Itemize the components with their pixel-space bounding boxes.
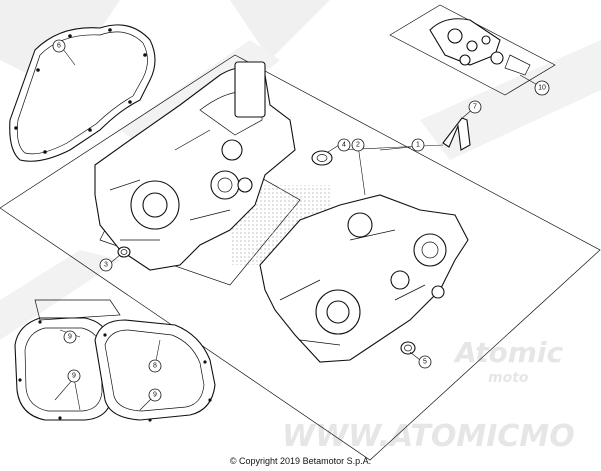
watermark-url: WWW.ATOMICMO — [282, 419, 575, 454]
part-left-crankcase — [94, 61, 296, 271]
callout-9b: 9 — [67, 369, 81, 383]
svg-text:6: 6 — [57, 43, 61, 50]
part-3-bushing — [117, 246, 131, 258]
callout-3: 3 — [99, 258, 113, 272]
part-7-pipe — [442, 117, 471, 151]
part-right-crankcase — [259, 194, 469, 363]
svg-text:9: 9 — [68, 334, 72, 341]
svg-text:2: 2 — [356, 142, 360, 149]
callout-9c: 9 — [148, 388, 162, 402]
watermark-brand-sub: moto — [488, 370, 529, 386]
callout-4: 4 — [337, 138, 351, 152]
callout-2: 2 — [351, 138, 365, 152]
part-6-cover-gasket — [9, 24, 156, 162]
svg-text:9: 9 — [153, 392, 157, 399]
callout-8: 8 — [148, 359, 162, 373]
part-8-9-gaskets — [14, 299, 216, 422]
callout-10: 10 — [534, 80, 550, 96]
callout-7: 7 — [468, 100, 482, 114]
part-10-gasket-kit — [389, 4, 556, 96]
svg-text:4: 4 — [342, 142, 346, 149]
callout-6: 6 — [52, 39, 66, 53]
assembly-frame — [0, 54, 601, 461]
svg-text:8: 8 — [153, 363, 157, 370]
part-5-seal — [400, 341, 416, 355]
watermark-brand: Atomic — [453, 336, 564, 369]
svg-text:1: 1 — [416, 142, 420, 149]
callout-1: 1 — [411, 138, 425, 152]
callout-5: 5 — [418, 355, 432, 369]
svg-text:7: 7 — [473, 104, 477, 111]
svg-text:10: 10 — [538, 85, 546, 92]
svg-text:3: 3 — [104, 262, 108, 269]
copyright-notice: © Copyright 2019 Betamotor S.p.A. — [229, 456, 372, 466]
svg-text:9: 9 — [72, 373, 76, 380]
callout-9a: 9 — [63, 330, 77, 344]
svg-text:5: 5 — [423, 359, 427, 366]
part-4-bushing — [311, 150, 333, 166]
